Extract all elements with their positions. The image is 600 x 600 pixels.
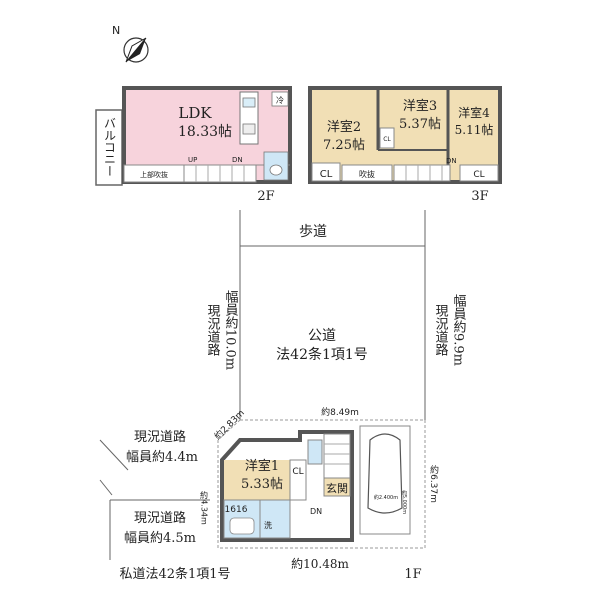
entrance	[323, 477, 351, 497]
road-nw-line-b	[99, 479, 113, 496]
room1-name: 洋室1	[245, 458, 279, 474]
3f-outer-wall	[308, 86, 502, 184]
dim-corner: 約2.83m	[212, 407, 247, 442]
room3-name: 洋室3	[403, 98, 437, 114]
room1-size: 5.33帖	[241, 477, 283, 492]
stairs-2f	[183, 164, 257, 183]
road-nw-line-a	[99, 439, 129, 471]
2f-outer-wall	[122, 86, 292, 184]
fridge-label: 冷	[276, 95, 284, 105]
stove-icon	[242, 123, 256, 135]
parking-space	[359, 425, 411, 535]
road-right-1: 現況道路	[433, 304, 449, 356]
private-road-label: 私道法42条1項1号	[119, 566, 230, 582]
sidewalk-label: 歩道	[299, 224, 327, 240]
floor-2f: バルコニー 上部吹抜 UP DN 冷 LDK 18.33帖 2F	[95, 86, 292, 204]
3f-dn-label: DN	[446, 157, 457, 165]
1f-closet-label-a: CL	[292, 467, 303, 477]
1f-outer-wall	[220, 430, 354, 542]
stairs-3f	[393, 164, 451, 182]
1f-label: 1F	[404, 567, 421, 582]
ldk-name: LDK	[178, 104, 212, 122]
balcony	[95, 109, 123, 186]
car-dim-w: 約2.400m	[374, 494, 398, 501]
3f-label: 3F	[471, 189, 488, 204]
compass: N	[112, 24, 149, 63]
lot-boundary	[217, 419, 426, 549]
stairs-1f	[323, 433, 351, 479]
ldk-size: 18.33帖	[178, 124, 232, 140]
3f-closet-b	[379, 127, 395, 149]
3f-closet-c-label: CL	[473, 170, 484, 180]
3f-closet-c	[459, 164, 499, 182]
1f-closet	[289, 459, 307, 501]
entrance-label: 玄関	[326, 481, 348, 495]
balcony-label: バルコニー	[103, 117, 117, 177]
room2-name: 洋室2	[327, 119, 361, 135]
floor-1f: CL 洋室1 5.33帖 1616 洗 玄関 DN 約2.400m 約5.000…	[220, 425, 422, 582]
washroom-label: 洗	[264, 520, 272, 530]
bathroom-label: 1616	[225, 505, 248, 515]
3f-void	[341, 164, 393, 182]
road-sw-1: 現況道路	[134, 510, 186, 526]
public-road-1: 公道	[308, 328, 336, 344]
void-upper-label: 上部吹抜	[140, 170, 168, 179]
room1	[224, 460, 290, 500]
kitchen-sink-icon	[242, 97, 256, 108]
1f-toilet	[307, 439, 323, 465]
3f-void-label: 吹抜	[359, 169, 375, 179]
room3-size: 5.37帖	[399, 117, 441, 132]
3f-closet-b-label: CL	[383, 136, 391, 143]
fridge	[271, 91, 289, 107]
road-left-2: 幅員約10.0m	[223, 290, 239, 370]
public-road-2: 法42条1項1号	[276, 346, 368, 363]
2f-dn-label: DN	[232, 156, 243, 164]
road-sw-2: 幅員約4.5m	[124, 531, 196, 546]
dim-top: 約8.49m	[321, 406, 359, 418]
car-dim-h: 約5.000m	[401, 489, 407, 514]
3f-closet-a	[311, 162, 341, 182]
floor-3f: CL CL CL 吹抜 DN 洋室2 7.25帖 洋室3 5.37帖 洋室4 5…	[308, 86, 502, 204]
dim-right: 約6.37m	[428, 464, 439, 503]
room4-size: 5.11帖	[455, 122, 494, 137]
compass-north-label: N	[112, 24, 120, 37]
washroom	[259, 499, 291, 539]
1f-dn-label: DN	[310, 507, 322, 516]
dim-bottom: 約10.48m	[291, 556, 349, 571]
compass-needle-outline	[125, 37, 147, 63]
compass-circle	[123, 37, 149, 63]
room4-name: 洋室4	[458, 105, 490, 120]
bathtub-icon	[229, 517, 255, 535]
road-right-2: 幅員約9.9m	[451, 294, 467, 366]
room2-size: 7.25帖	[323, 138, 365, 153]
2f-label: 2F	[257, 189, 274, 204]
3f-closet-a-label: CL	[320, 169, 333, 180]
2f-up-label: UP	[188, 156, 197, 164]
road-nw-2: 幅員約4.4m	[126, 450, 198, 465]
car-icon	[367, 433, 403, 514]
site-plan: 歩道 現況道路 幅員約10.0m 現況道路 幅員約9.9m 公道 法42条1項1…	[99, 210, 467, 582]
toilet-icon	[269, 164, 283, 176]
dim-left: 約4.34m	[200, 490, 209, 525]
road-nw-1: 現況道路	[134, 429, 186, 445]
road-left-1: 現況道路	[205, 304, 221, 356]
